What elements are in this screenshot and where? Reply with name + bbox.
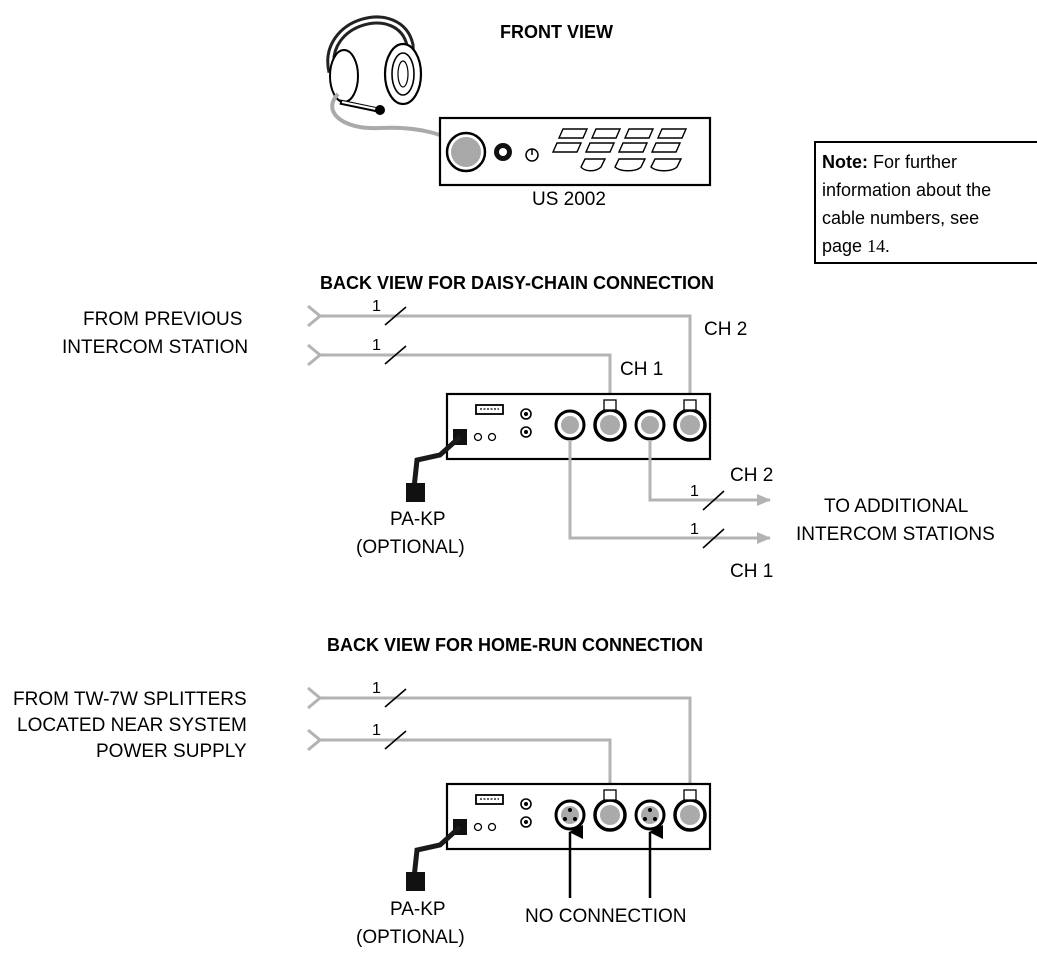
daisy-pakp-plug-icon	[406, 483, 425, 502]
homerun-pakp-plug-icon	[406, 872, 425, 891]
model-label: US 2002	[532, 189, 606, 210]
daisy-pakp-cable	[411, 435, 462, 489]
daisy-from-line-1: FROM PREVIOUS	[83, 309, 242, 330]
note-text-4: page	[822, 236, 863, 256]
daisy-cable-number-3: 1	[690, 483, 699, 500]
daisy-cable-number-4: 1	[690, 521, 699, 538]
note-text-2: information about the	[822, 180, 992, 200]
note-text-3: cable numbers, see	[822, 208, 980, 228]
daisy-back-panel	[445, 392, 712, 461]
daisy-cable-ch1-out	[568, 440, 771, 544]
no-connection-label: NO CONNECTION	[525, 906, 687, 927]
daisy-ch1-out-label: CH 1	[730, 561, 773, 582]
homerun-cable-ch2	[320, 696, 692, 790]
daisy-pakp-optional: (OPTIONAL)	[356, 537, 465, 558]
homerun-input-mark-2	[307, 728, 323, 752]
homerun-cable-ch1	[320, 738, 612, 790]
homerun-cable-number-1: 1	[372, 680, 381, 697]
daisy-cable-ch2-out	[648, 440, 771, 506]
daisy-input-mark-1	[307, 304, 323, 328]
homerun-pakp-cable	[411, 825, 462, 879]
homerun-from-line-2: LOCATED NEAR SYSTEM	[17, 715, 247, 736]
daisy-cable-number-2: 1	[372, 337, 381, 354]
daisy-cable-slash-1	[384, 306, 407, 326]
headset-icon	[326, 15, 423, 115]
daisy-heading: BACK VIEW FOR DAISY-CHAIN CONNECTION	[320, 273, 714, 293]
note-box: Note: For further information about the …	[814, 141, 1037, 264]
front-panel	[438, 116, 712, 187]
note-page-ref[interactable]: 14.	[867, 236, 890, 256]
homerun-cable-slash-2	[384, 730, 407, 750]
homerun-heading: BACK VIEW FOR HOME-RUN CONNECTION	[327, 635, 703, 655]
daisy-cable-slash-3	[702, 490, 725, 511]
homerun-from-line-1: FROM TW-7W SPLITTERS	[13, 689, 247, 710]
daisy-pakp-label: PA-KP	[390, 509, 446, 530]
homerun-from-line-3: POWER SUPPLY	[96, 741, 247, 762]
note-text-1: For further	[873, 152, 958, 172]
daisy-ch1-in-label: CH 1	[620, 359, 663, 380]
homerun-cable-number-2: 1	[372, 722, 381, 739]
daisy-cable-ch2-in	[320, 314, 692, 400]
daisy-to-line-2: INTERCOM STATIONS	[796, 524, 995, 545]
daisy-input-mark-2	[307, 343, 323, 367]
daisy-cable-number-1: 1	[372, 298, 381, 315]
daisy-from-line-2: INTERCOM STATION	[62, 337, 248, 358]
daisy-cable-slash-4	[702, 528, 725, 549]
daisy-ch2-in-label: CH 2	[704, 319, 747, 340]
daisy-cable-ch1-in	[320, 353, 612, 400]
daisy-ch2-out-label: CH 2	[730, 465, 773, 486]
front-view-heading: FRONT VIEW	[500, 22, 613, 42]
daisy-to-line-1: TO ADDITIONAL	[824, 496, 968, 517]
homerun-back-panel	[445, 782, 712, 851]
homerun-pakp-label: PA-KP	[390, 899, 446, 920]
homerun-pakp-optional: (OPTIONAL)	[356, 927, 465, 948]
note-label: Note:	[822, 152, 868, 172]
homerun-input-mark-1	[307, 686, 323, 710]
daisy-cable-slash-2	[384, 345, 407, 365]
homerun-cable-slash-1	[384, 688, 407, 708]
